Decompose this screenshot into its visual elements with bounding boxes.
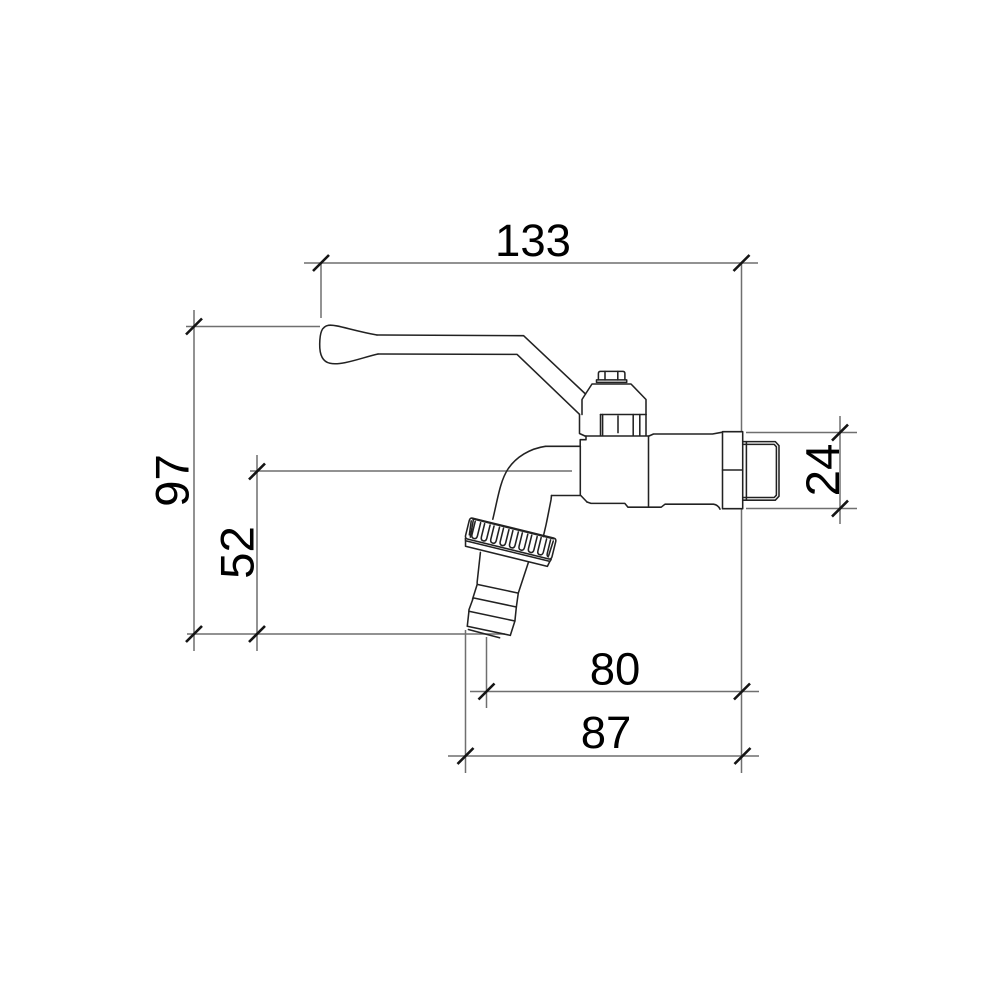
svg-text:80: 80 bbox=[590, 644, 641, 695]
svg-text:97: 97 bbox=[147, 454, 200, 507]
svg-text:24: 24 bbox=[797, 444, 850, 497]
svg-text:52: 52 bbox=[212, 526, 265, 579]
svg-text:87: 87 bbox=[581, 707, 632, 758]
svg-text:133: 133 bbox=[495, 215, 571, 266]
